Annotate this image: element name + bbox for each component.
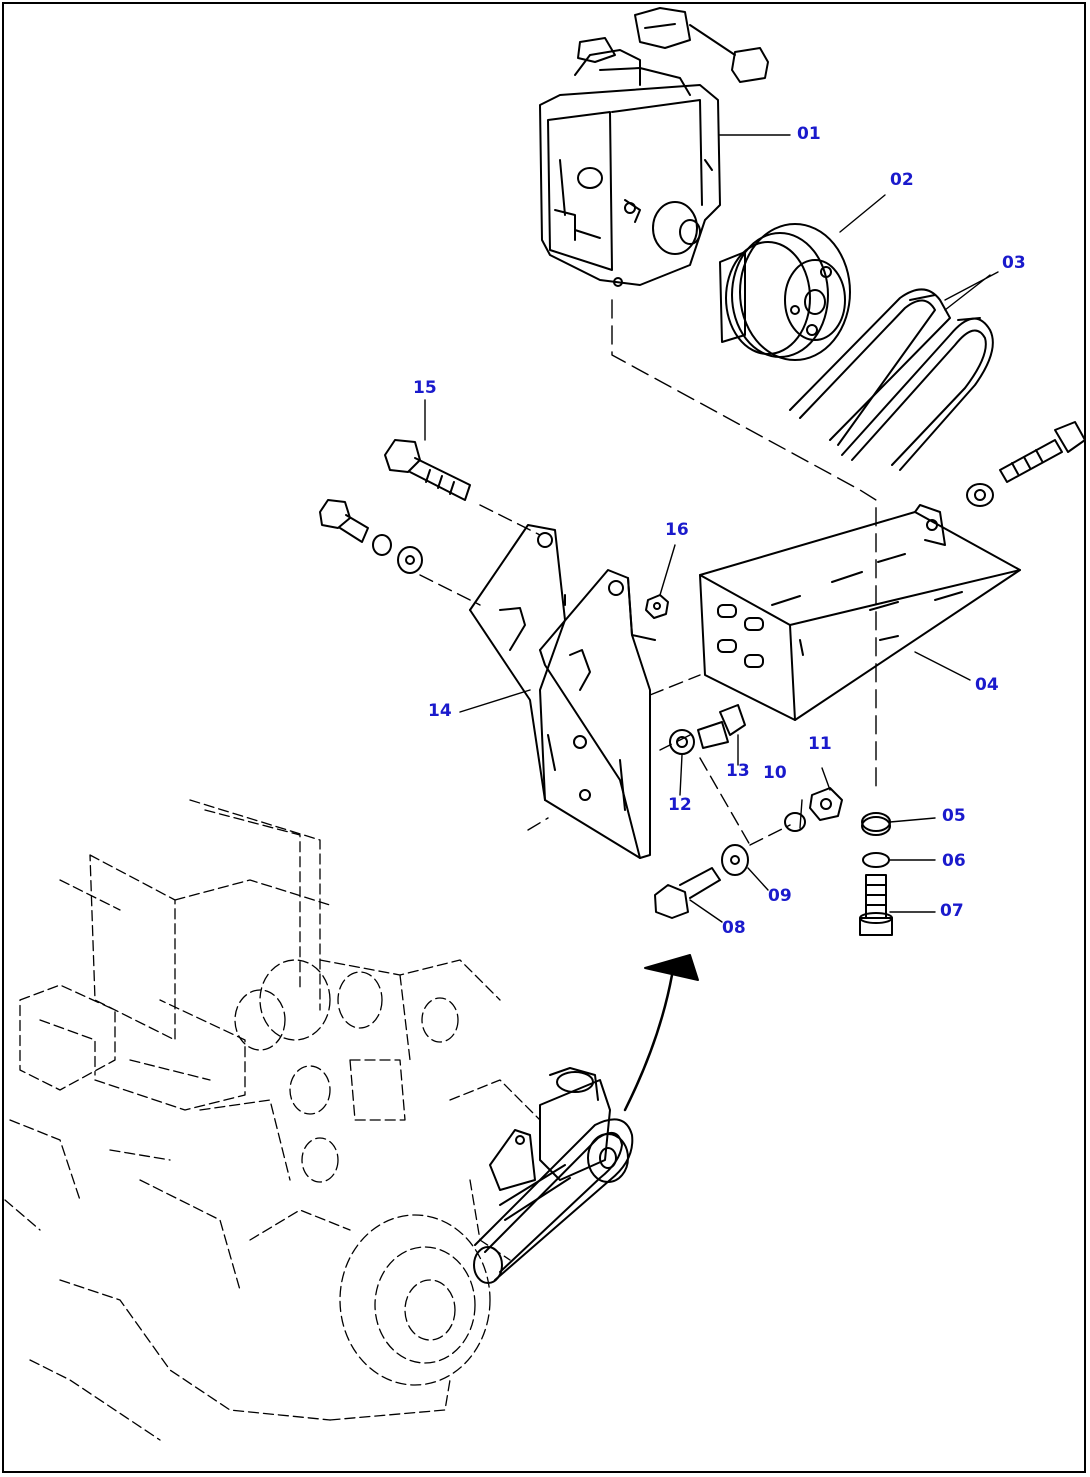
pulley-clutch	[719, 223, 851, 361]
nut-11	[809, 787, 843, 821]
bolt-15	[384, 439, 471, 501]
bolt-08	[654, 867, 721, 919]
v-belts	[789, 288, 994, 471]
callout-09[interactable]: 09	[768, 886, 792, 906]
assembly-lines	[419, 504, 791, 846]
callout-02[interactable]: 02	[890, 170, 914, 190]
bolt-left	[319, 499, 423, 574]
washer-09	[721, 844, 749, 876]
washer-06	[862, 852, 890, 868]
nut-12	[669, 729, 695, 755]
mounting-bracket	[469, 524, 656, 859]
nut-16	[645, 594, 669, 619]
callout-03[interactable]: 03	[1002, 253, 1026, 273]
bolt-13	[697, 704, 746, 749]
cap-screw-07	[859, 874, 893, 936]
compressor	[539, 7, 769, 287]
engine-outline	[4, 799, 541, 1441]
callout-13[interactable]: 13	[726, 761, 750, 781]
callout-07[interactable]: 07	[940, 901, 964, 921]
installation-arrow	[623, 954, 699, 1112]
callout-08[interactable]: 08	[722, 918, 746, 938]
callout-15[interactable]: 15	[413, 378, 437, 398]
washer-10	[784, 812, 806, 832]
callout-16[interactable]: 16	[665, 520, 689, 540]
callout-01[interactable]: 01	[797, 124, 821, 144]
callout-04[interactable]: 04	[975, 675, 999, 695]
bracket-bolt-upper	[966, 421, 1086, 507]
nut-05	[861, 812, 891, 836]
installed-compressor	[473, 1067, 634, 1284]
leader-lines	[424, 134, 999, 923]
callout-10[interactable]: 10	[763, 763, 787, 783]
callout-05[interactable]: 05	[942, 806, 966, 826]
callout-06[interactable]: 06	[942, 851, 966, 871]
callout-11[interactable]: 11	[808, 734, 832, 754]
callout-12[interactable]: 12	[668, 795, 692, 815]
callout-14[interactable]: 14	[428, 701, 452, 721]
support-bracket	[699, 504, 1021, 721]
